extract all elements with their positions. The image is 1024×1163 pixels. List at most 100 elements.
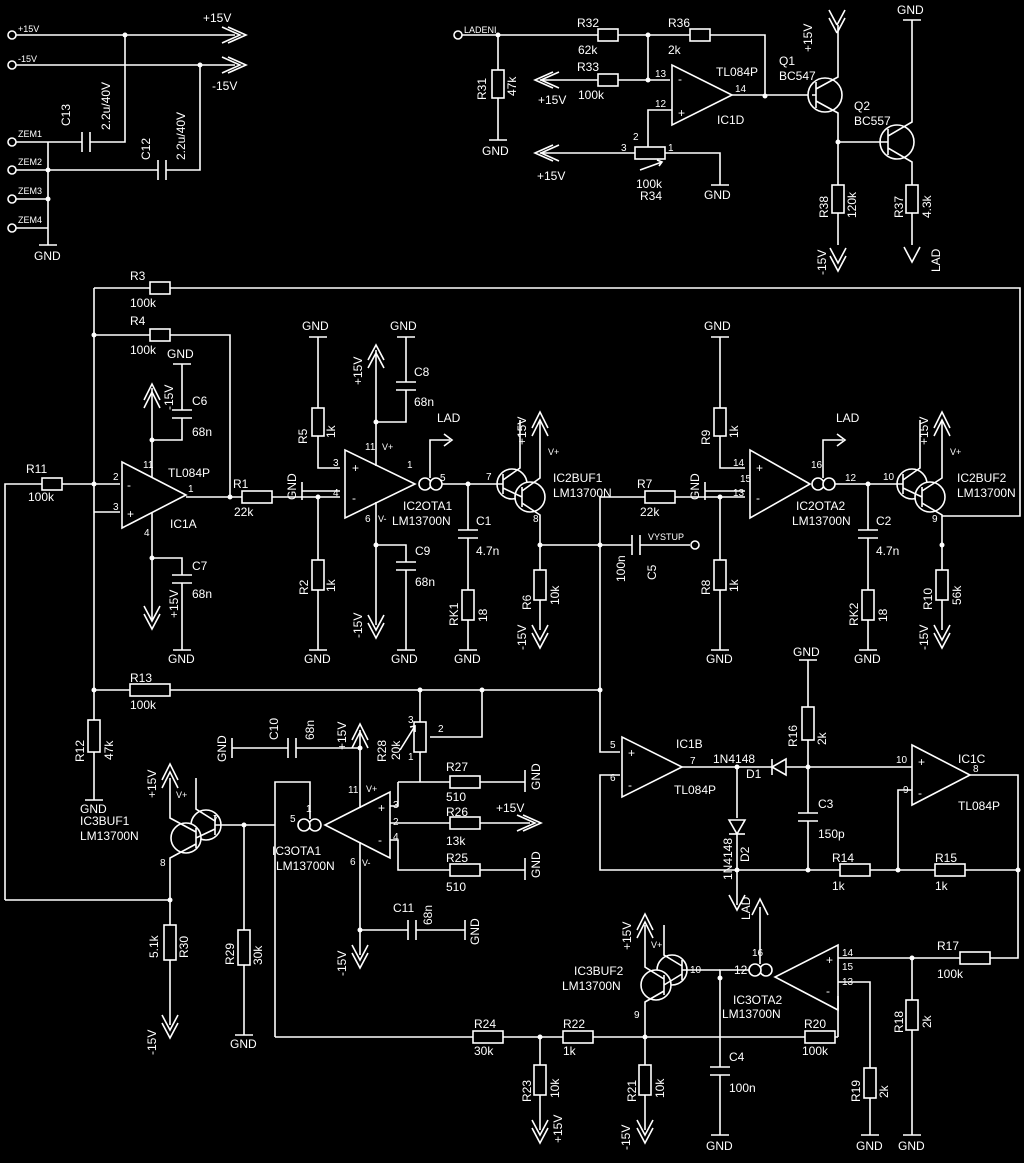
r25-name: R25	[446, 851, 468, 865]
svg-text:6: 6	[610, 773, 616, 784]
r18-name: R18	[892, 1011, 906, 1033]
r24-value: 30k	[474, 1044, 494, 1058]
c6-value: 68n	[192, 425, 212, 439]
r15-name: R15	[935, 851, 957, 865]
svg-text:+: +	[918, 755, 925, 769]
c7-value: 68n	[192, 587, 212, 601]
ic1c-opamp	[911, 743, 972, 807]
c8-symbol	[396, 381, 416, 391]
r33-name: R33	[577, 60, 599, 74]
r16-body	[801, 706, 815, 741]
svg-text:1: 1	[408, 752, 414, 763]
r26-name: R26	[446, 805, 468, 819]
buf3-name: IC3BUF1	[80, 814, 130, 828]
r10-name: R10	[921, 588, 935, 610]
r2-value: 1k	[324, 578, 338, 592]
c5-name: C5	[645, 564, 659, 580]
ic1a-opamp	[121, 460, 188, 530]
r8-name: R8	[699, 579, 713, 595]
r23-body	[533, 1064, 547, 1096]
r9-value: 1k	[727, 424, 741, 438]
rk2-name: RK2	[847, 602, 861, 626]
r22-name: R22	[563, 1017, 585, 1031]
c11-name: C11	[393, 901, 414, 915]
rk2-value: 18	[876, 608, 890, 622]
r3-name: R3	[130, 269, 146, 283]
c4-symbol	[710, 1066, 730, 1076]
r18-value: 2k	[920, 1014, 934, 1028]
c2-value: 4.7n	[876, 544, 899, 558]
ota3-name: IC3OTA1	[272, 844, 321, 858]
r33-body	[597, 73, 619, 87]
c5-value: 100n	[614, 555, 628, 582]
svg-text:6: 6	[365, 514, 371, 525]
gnd-label-c10: GND	[215, 735, 229, 762]
c10-symbol	[287, 738, 297, 758]
q2-type: BC557	[854, 114, 891, 128]
gnd-label-c9: GND	[391, 652, 418, 666]
r31-value: 47k	[505, 76, 519, 96]
svg-text:10: 10	[690, 965, 702, 976]
r19-value: 2k	[877, 1084, 891, 1098]
r12-name: R12	[73, 740, 87, 762]
c3-value: 150p	[818, 827, 845, 841]
r30-value: 5.1k	[147, 934, 161, 958]
d1-diode	[770, 757, 787, 777]
ota1-type: LM13700N	[392, 514, 451, 528]
c3-symbol	[798, 812, 818, 822]
svg-text:8: 8	[533, 514, 539, 525]
conn-pos-terminal	[7, 30, 17, 40]
r23-value: 10k	[548, 1078, 562, 1098]
svg-text:-: -	[127, 478, 131, 492]
gnd-label-c11: GND	[468, 918, 482, 945]
r6-name: R6	[520, 594, 534, 610]
r29-name: R29	[223, 943, 237, 965]
ic1b-name: IC1B	[676, 737, 703, 751]
r3-value: 100k	[130, 296, 157, 310]
svg-text:5: 5	[440, 473, 446, 484]
c5-symbol	[631, 535, 641, 555]
c13-name: C13	[59, 104, 73, 126]
c3-name: C3	[818, 797, 834, 811]
r5-name: R5	[296, 428, 310, 444]
r30-rail-label: -15V	[145, 1030, 159, 1055]
gnd-label-r18: GND	[898, 1139, 925, 1153]
gnd-label-q2: GND	[897, 3, 924, 17]
r13-body	[129, 683, 171, 697]
r32-value: 62k	[578, 43, 598, 57]
ota2-lad-label: LAD	[836, 411, 860, 425]
r32-body	[597, 28, 619, 42]
d1-name: D1	[746, 767, 762, 781]
c4-value: 100n	[729, 1081, 756, 1095]
svg-text:+: +	[352, 461, 359, 475]
svg-text:7: 7	[690, 756, 696, 767]
svg-text:V+: V+	[548, 447, 559, 457]
r38-body	[831, 184, 845, 214]
svg-text:1: 1	[188, 484, 194, 495]
r12-body	[87, 719, 101, 753]
svg-text:9: 9	[932, 514, 938, 525]
svg-text:V+: V+	[950, 447, 961, 457]
svg-text:-: -	[678, 72, 682, 86]
c1-value: 4.7n	[476, 544, 499, 558]
filter-section: R3 100k R4 100k R11 100k - + 2 3 1 11 4 …	[4, 269, 1021, 900]
ic1a-neg-rail: +15V	[167, 590, 181, 618]
r31-name: R31	[475, 78, 489, 100]
zem2-label: ZEM2	[18, 157, 42, 167]
r7-body	[644, 490, 676, 504]
r1-value: 22k	[234, 505, 254, 519]
r34-body	[634, 146, 666, 160]
r15-value: 1k	[935, 879, 949, 893]
svg-text:+: +	[826, 953, 833, 967]
vystup-label: VYSTUP	[648, 532, 684, 542]
svg-text:-: -	[756, 491, 760, 505]
svg-text:2: 2	[113, 472, 119, 483]
c6-symbol	[172, 409, 192, 419]
svg-text:-: -	[378, 833, 382, 847]
svg-text:5: 5	[610, 740, 616, 751]
gnd-label-ota2: GND	[688, 473, 702, 500]
r30-body	[163, 924, 177, 961]
r36-value: 2k	[668, 43, 682, 57]
r5-value: 1k	[324, 424, 338, 438]
r24-name: R24	[474, 1017, 496, 1031]
